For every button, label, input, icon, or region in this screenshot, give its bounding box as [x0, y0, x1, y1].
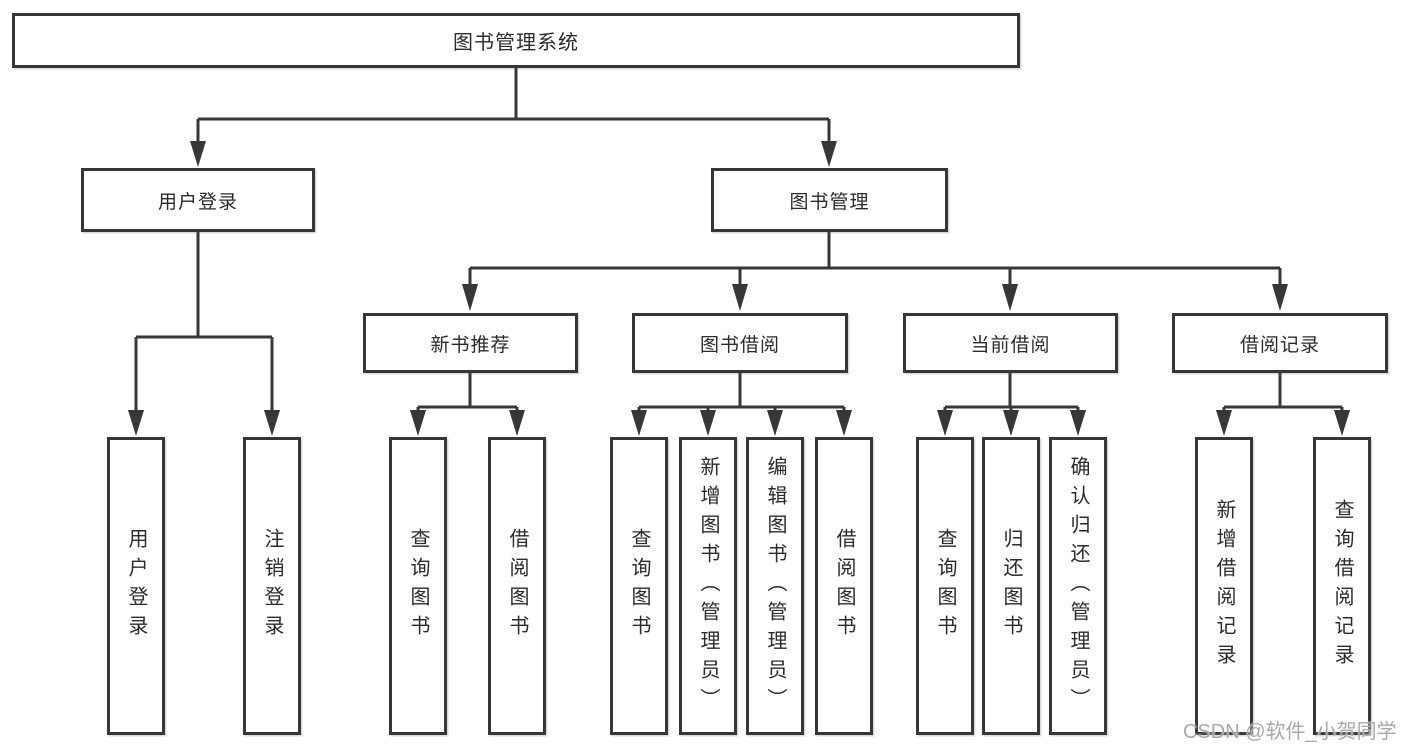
leaf-query-books-borrowing: 查询图书: [610, 437, 668, 735]
leaf-borrow-books-borrowing: 借阅图书: [815, 437, 873, 735]
connector-user-login-to-leaves: [134, 232, 274, 414]
leaf-query-books-recommend: 查询图书: [389, 437, 447, 735]
leaf-user-login: 用户登录: [107, 437, 165, 735]
leaf-add-books-admin: 新增图书（管理员）: [679, 437, 737, 735]
arrowheads: [128, 141, 1350, 436]
node-borrowing-records: 借阅记录: [1172, 313, 1388, 373]
connector-current-borrowing-to-leaves: [943, 373, 1080, 414]
leaf-query-books-current: 查询图书: [916, 437, 974, 735]
connector-root-to-level2: [196, 68, 831, 145]
leaf-logout-login: 注销登录: [243, 437, 301, 735]
connector-book-borrowing-to-leaves: [637, 373, 846, 414]
csdn-watermark: CSDN @软件_小贺同学: [1183, 721, 1397, 743]
connector-book-management-to-level3: [468, 232, 1282, 288]
leaf-query-borrow-record: 查询借阅记录: [1313, 437, 1371, 735]
connector-borrowing-records-to-leaves: [1222, 373, 1344, 414]
leaf-add-borrow-record: 新增借阅记录: [1195, 437, 1253, 735]
leaf-edit-books-admin: 编辑图书（管理员）: [746, 437, 804, 735]
node-book-management: 图书管理: [711, 168, 948, 232]
node-library-management-system: 图书管理系统: [12, 13, 1020, 68]
node-book-borrowing: 图书借阅: [632, 313, 848, 373]
leaf-borrow-books-recommend: 借阅图书: [488, 437, 546, 735]
node-user-login: 用户登录: [81, 168, 315, 232]
node-current-borrowing: 当前借阅: [903, 313, 1118, 373]
leaf-return-books: 归还图书: [982, 437, 1040, 735]
connector-new-book-recommend-to-leaves: [416, 373, 519, 414]
node-new-book-recommendation: 新书推荐: [363, 313, 578, 373]
leaf-confirm-return-admin: 确认归还（管理员）: [1049, 437, 1107, 735]
